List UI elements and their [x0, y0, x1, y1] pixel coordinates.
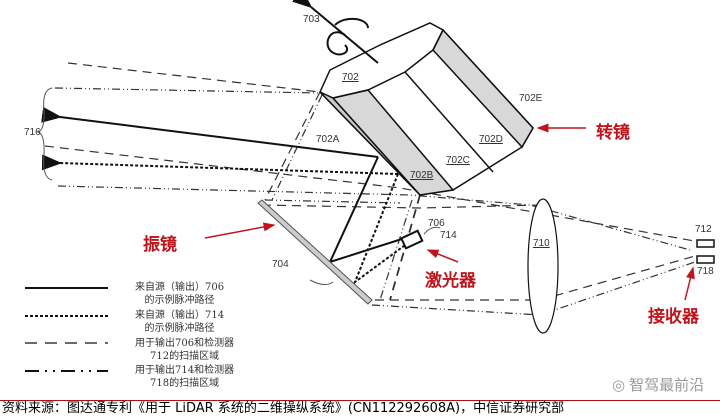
legend-item-706: 来自源（输出）706 的示例脉冲路径 [135, 281, 224, 307]
label-714: 714 [440, 230, 457, 241]
legend-text: 来自源（输出）714 [135, 310, 225, 321]
legend-text: 来自源（输出）706 [135, 282, 225, 293]
label-702e: 702E [519, 93, 543, 104]
annotation-arrows [204, 123, 695, 301]
legend-item-714: 来自源（输出）714 的示例脉冲路径 [135, 309, 224, 335]
annotation-laser: 激光器 [425, 271, 476, 291]
annotation-polygon-mirror: 转镜 [596, 123, 630, 143]
wechat-icon: ◎ [612, 375, 626, 394]
label-702d: 702D [479, 134, 503, 145]
legend-item-scan-714: 用于输出714和检测器 718的扫描区域 [135, 364, 234, 390]
rotation-axis-icon [292, 0, 379, 64]
legend-item-scan-706: 用于输出706和检测器 712的扫描区域 [135, 337, 234, 363]
label-702a: 702A [316, 134, 340, 145]
legend-text: 的示例脉冲路径 [144, 295, 215, 306]
watermark-text: 智驾最前沿 [629, 376, 705, 394]
detector-712 [696, 239, 715, 248]
label-704: 704 [272, 259, 289, 270]
annotation-galvo-mirror: 振镜 [143, 235, 177, 255]
pulse-path-714 [41, 154, 413, 285]
pulse-path-706 [41, 106, 406, 264]
label-702c: 702C [446, 155, 470, 166]
lens [527, 198, 559, 334]
legend-text: 712的扫描区域 [150, 351, 220, 362]
laser-source [399, 229, 424, 250]
label-703: 703 [303, 14, 320, 25]
legend-lines [25, 287, 108, 372]
scan-range-brace [36, 87, 53, 181]
source-footer: 资料来源：图达通专利《用于 LiDAR 系统的二维操纵系统》(CN1122926… [0, 400, 720, 417]
detector-718 [696, 255, 715, 264]
legend-text: 用于输出706和检测器 [135, 338, 235, 349]
legend-text: 用于输出714和检测器 [135, 365, 235, 376]
label-702: 702 [342, 72, 359, 83]
polygon-mirror [319, 22, 534, 196]
legend-text: 718的扫描区域 [150, 378, 220, 389]
label-718: 718 [697, 266, 714, 277]
legend-text: 的示例脉冲路径 [144, 323, 215, 334]
label-706: 706 [428, 218, 445, 229]
label-716: 716 [24, 127, 41, 138]
galvo-mirror [257, 199, 373, 305]
label-712: 712 [695, 224, 712, 235]
annotation-receiver: 接收器 [648, 307, 699, 327]
label-702b: 702B [410, 170, 434, 181]
watermark: ◎智驾最前沿 [612, 374, 704, 395]
label-710: 710 [533, 238, 550, 249]
